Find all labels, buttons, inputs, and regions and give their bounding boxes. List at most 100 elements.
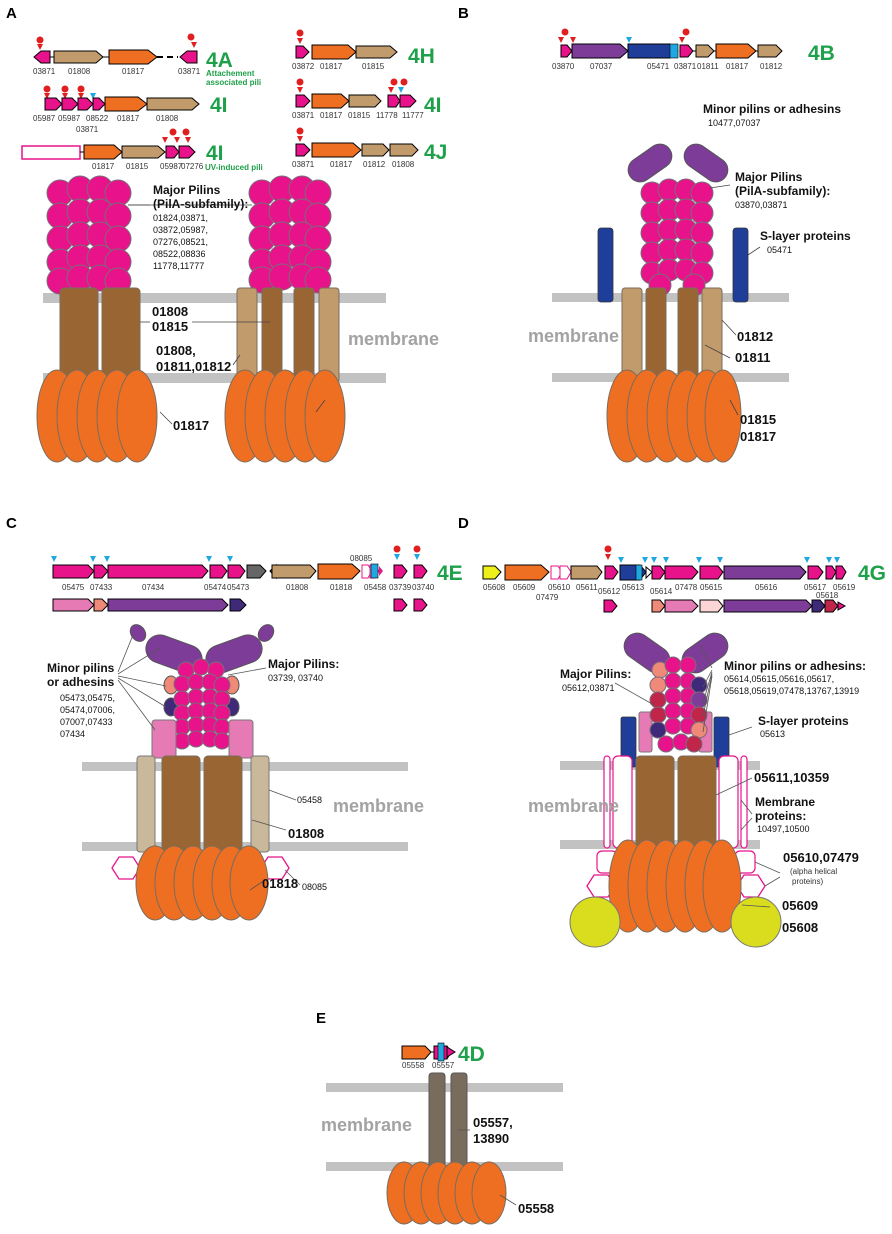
gene-label: 03871: [292, 160, 315, 169]
gene-label: 07037: [590, 62, 613, 71]
major-pilin-filament: [640, 178, 714, 297]
gene-label: 07479: [536, 593, 559, 602]
atpase-left: [36, 369, 158, 463]
minor-pilin: [683, 143, 729, 183]
atpase-label: 05558: [518, 1201, 554, 1216]
gene-label: 05557: [432, 1061, 455, 1070]
platform-label: 13890: [473, 1131, 509, 1146]
gene-label: 05475: [62, 583, 85, 592]
operon-note: UV-induced pili: [205, 163, 263, 172]
gene-label: 05458: [364, 583, 387, 592]
s-layer-title: S-layer proteins: [758, 714, 849, 728]
minor-pilins-title: or adhesins: [47, 675, 115, 689]
gene-label: 01817: [122, 67, 145, 76]
gene-label: 05611: [576, 583, 598, 592]
atpase-label: 01817: [740, 429, 776, 444]
operon-4i-c: 03871 01817 01815 11778 11777 4I: [292, 78, 442, 120]
platform-label: 01808,: [156, 343, 196, 358]
gene-label: 03740: [412, 583, 435, 592]
hexagon-sub: proteins): [792, 877, 823, 886]
membrane-band: [43, 293, 386, 303]
blue-marker: [90, 93, 96, 99]
gene-label: 05610: [548, 583, 571, 592]
gene-label: 01817: [726, 62, 749, 71]
operon-id: 4A: [206, 49, 233, 72]
major-pilins-title: Major Pilins:: [560, 667, 631, 681]
s-layer-protein: [597, 227, 614, 303]
minor-pilins-title: Minor pilins or adhesins: [703, 102, 841, 116]
id-line: 07434: [60, 729, 85, 739]
gene-label: 05609: [513, 583, 536, 592]
membrane-label: membrane: [333, 796, 424, 816]
id-line: 05618,05619,07478,13767,13919: [724, 686, 859, 696]
gene-label: 05616: [755, 583, 778, 592]
id-line: 05612,03871: [562, 683, 615, 693]
gene-label: 11777: [402, 111, 424, 120]
gene-label: 01817: [330, 160, 353, 169]
platform-protein: [101, 287, 141, 383]
membrane-label: membrane: [528, 796, 619, 816]
gene-label: 11778: [376, 111, 398, 120]
gene-label: 08085: [350, 554, 373, 563]
yellow-protein-label: 05608: [782, 920, 818, 935]
gene-label: 01808: [156, 114, 179, 123]
gene-label: 05987: [160, 162, 183, 171]
operon-4h: 03872 01817 01815 4H: [292, 29, 435, 71]
operon-id: 4G: [858, 562, 886, 585]
id-line: 07276,08521,: [153, 237, 208, 247]
gene-label: 07276: [181, 162, 204, 171]
platform-label: 01811: [735, 350, 770, 365]
hexagon-label: 05610,07479: [783, 850, 859, 865]
platform-label: 01815: [152, 319, 188, 334]
gene-label: 05987: [58, 114, 81, 123]
id-line: 10477,07037: [708, 118, 761, 128]
major-pilin-filament: [173, 658, 231, 750]
hexagon-sub: (alpha helical: [790, 867, 837, 876]
gene-label: 01812: [363, 160, 386, 169]
platform-label: 05611,10359: [754, 770, 829, 785]
gene-label: 03739: [389, 583, 412, 592]
gene-label: 03871: [33, 67, 56, 76]
red-marker: [36, 36, 44, 44]
platform-label: 01808: [152, 304, 188, 319]
operon-4e: 05475 07433 07434 05474 05473 01808 0181…: [51, 545, 463, 612]
gene-label: 01808: [392, 160, 415, 169]
panel-letter-e: E: [316, 1010, 326, 1027]
major-pilin-filament-right: [248, 175, 332, 294]
minor-pilins-title: Minor pilins or adhesins:: [724, 659, 866, 673]
gene-label: 05619: [833, 583, 856, 592]
id-line: 05471: [767, 245, 792, 255]
minor-pilin: [627, 143, 673, 183]
gene-label: 05608: [483, 583, 506, 592]
gene-label: 01812: [760, 62, 783, 71]
atpase-label: 01817: [173, 418, 209, 433]
gene-label: 05612: [598, 587, 621, 596]
s-layer-title: S-layer proteins: [760, 229, 851, 243]
operon-4a: 03871 01808 01817 03871 4A Attachement a…: [33, 33, 261, 87]
membrane-band: [43, 373, 386, 383]
gene-label: 03871: [178, 67, 201, 76]
operon-id: 4D: [458, 1043, 485, 1066]
gene-label: 05618: [816, 591, 839, 600]
major-pilins-title: Major Pilins:: [268, 657, 339, 671]
atpase: [608, 839, 742, 933]
major-pilins-title: Major Pilins: [735, 170, 803, 184]
panel-e-model: membrane 05557, 13890 05558: [321, 1072, 563, 1225]
gene-label: 08522: [86, 114, 109, 123]
operon-4i-b: 01817 01815 05987 07276 4I UV-induced pi…: [21, 128, 263, 172]
operon-id: 4I: [210, 94, 228, 117]
platform-protein: [59, 287, 99, 383]
atpase-label: 01815: [740, 412, 776, 427]
atpase: [606, 369, 742, 463]
s-layer-protein: [732, 227, 749, 303]
major-pilins-subtitle: (PilA-subfamily):: [735, 184, 830, 198]
atpase-right: [224, 369, 346, 463]
membrane-label: membrane: [348, 329, 439, 349]
gene-label: 01815: [126, 162, 149, 171]
gene-label: 07434: [142, 583, 165, 592]
gene-label: 03871: [76, 125, 99, 134]
panel-a-model: Major Pilins (PilA-subfamily): 01824,038…: [36, 175, 439, 463]
gene-arrow: [33, 50, 51, 64]
operon-4j: 03871 01817 01812 01808 4J: [292, 127, 447, 169]
